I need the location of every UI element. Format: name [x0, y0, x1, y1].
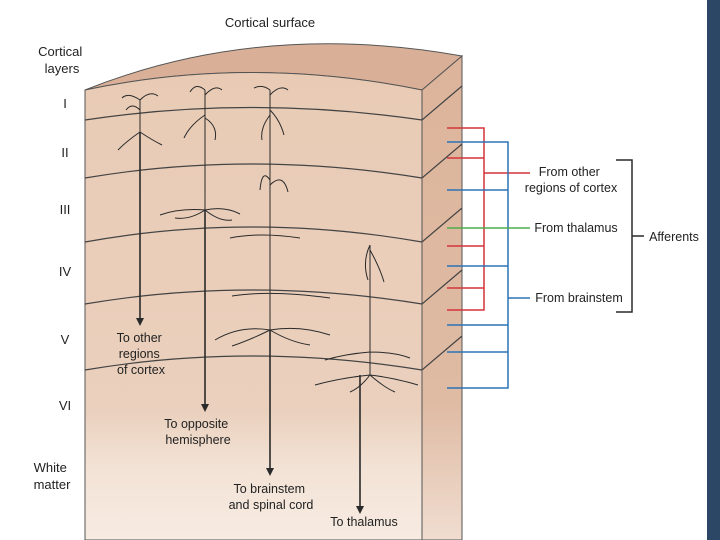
cortex-front-face — [84, 72, 423, 540]
afferents-bracket — [616, 159, 644, 313]
output-other-regions: To other regions of cortex — [117, 331, 166, 377]
output-arrows — [136, 132, 364, 514]
layer-label-2: II — [61, 145, 68, 160]
afferent-brainstem: From brainstem — [535, 291, 623, 305]
afferent-other-cortex: From other regions of cortex — [525, 165, 618, 195]
title-cortical-surface: Cortical surface — [225, 15, 315, 30]
cortex-side-face — [421, 54, 463, 540]
layer-label-5: V — [61, 332, 70, 347]
layer-label-4: IV — [59, 264, 72, 279]
slide-edge-band — [707, 0, 720, 540]
afferent-blue-path — [447, 141, 530, 389]
afferent-red-path — [447, 127, 530, 311]
output-thalamus: To thalamus — [330, 515, 397, 529]
output-opposite-hemisphere: To opposite hemisphere — [164, 417, 231, 447]
afferents-label: Afferents — [649, 230, 699, 244]
layer-label-1: I — [63, 96, 67, 111]
layers-heading: Cortical layers — [38, 44, 86, 76]
layer-boundaries — [84, 85, 463, 371]
white-matter-label: White matter — [34, 460, 72, 492]
output-brainstem-spinal: To brainstem and spinal cord — [229, 482, 314, 512]
afferent-thalamus: From thalamus — [534, 221, 617, 235]
afferent-lines — [447, 127, 530, 389]
layer-label-3: III — [60, 202, 71, 217]
layer-label-6: VI — [59, 398, 71, 413]
